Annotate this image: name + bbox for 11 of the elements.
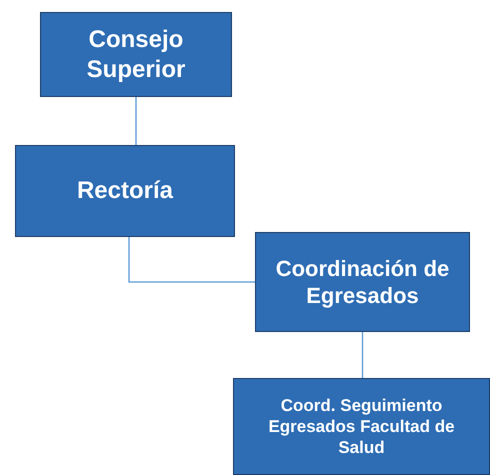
org-box xyxy=(15,145,235,237)
org-box xyxy=(40,12,232,97)
box-label: Coord. Seguimiento Egresados Facultad de Salud xyxy=(267,394,456,458)
box-label: Rectoría xyxy=(76,176,174,206)
org-box xyxy=(255,232,470,332)
box-label: Coordinación de Egresados xyxy=(274,254,450,310)
box-label: Consejo Superior xyxy=(86,24,186,84)
connector-line xyxy=(362,332,364,378)
connector-line xyxy=(135,97,137,145)
org-box xyxy=(233,378,490,475)
connector-line xyxy=(128,237,255,283)
